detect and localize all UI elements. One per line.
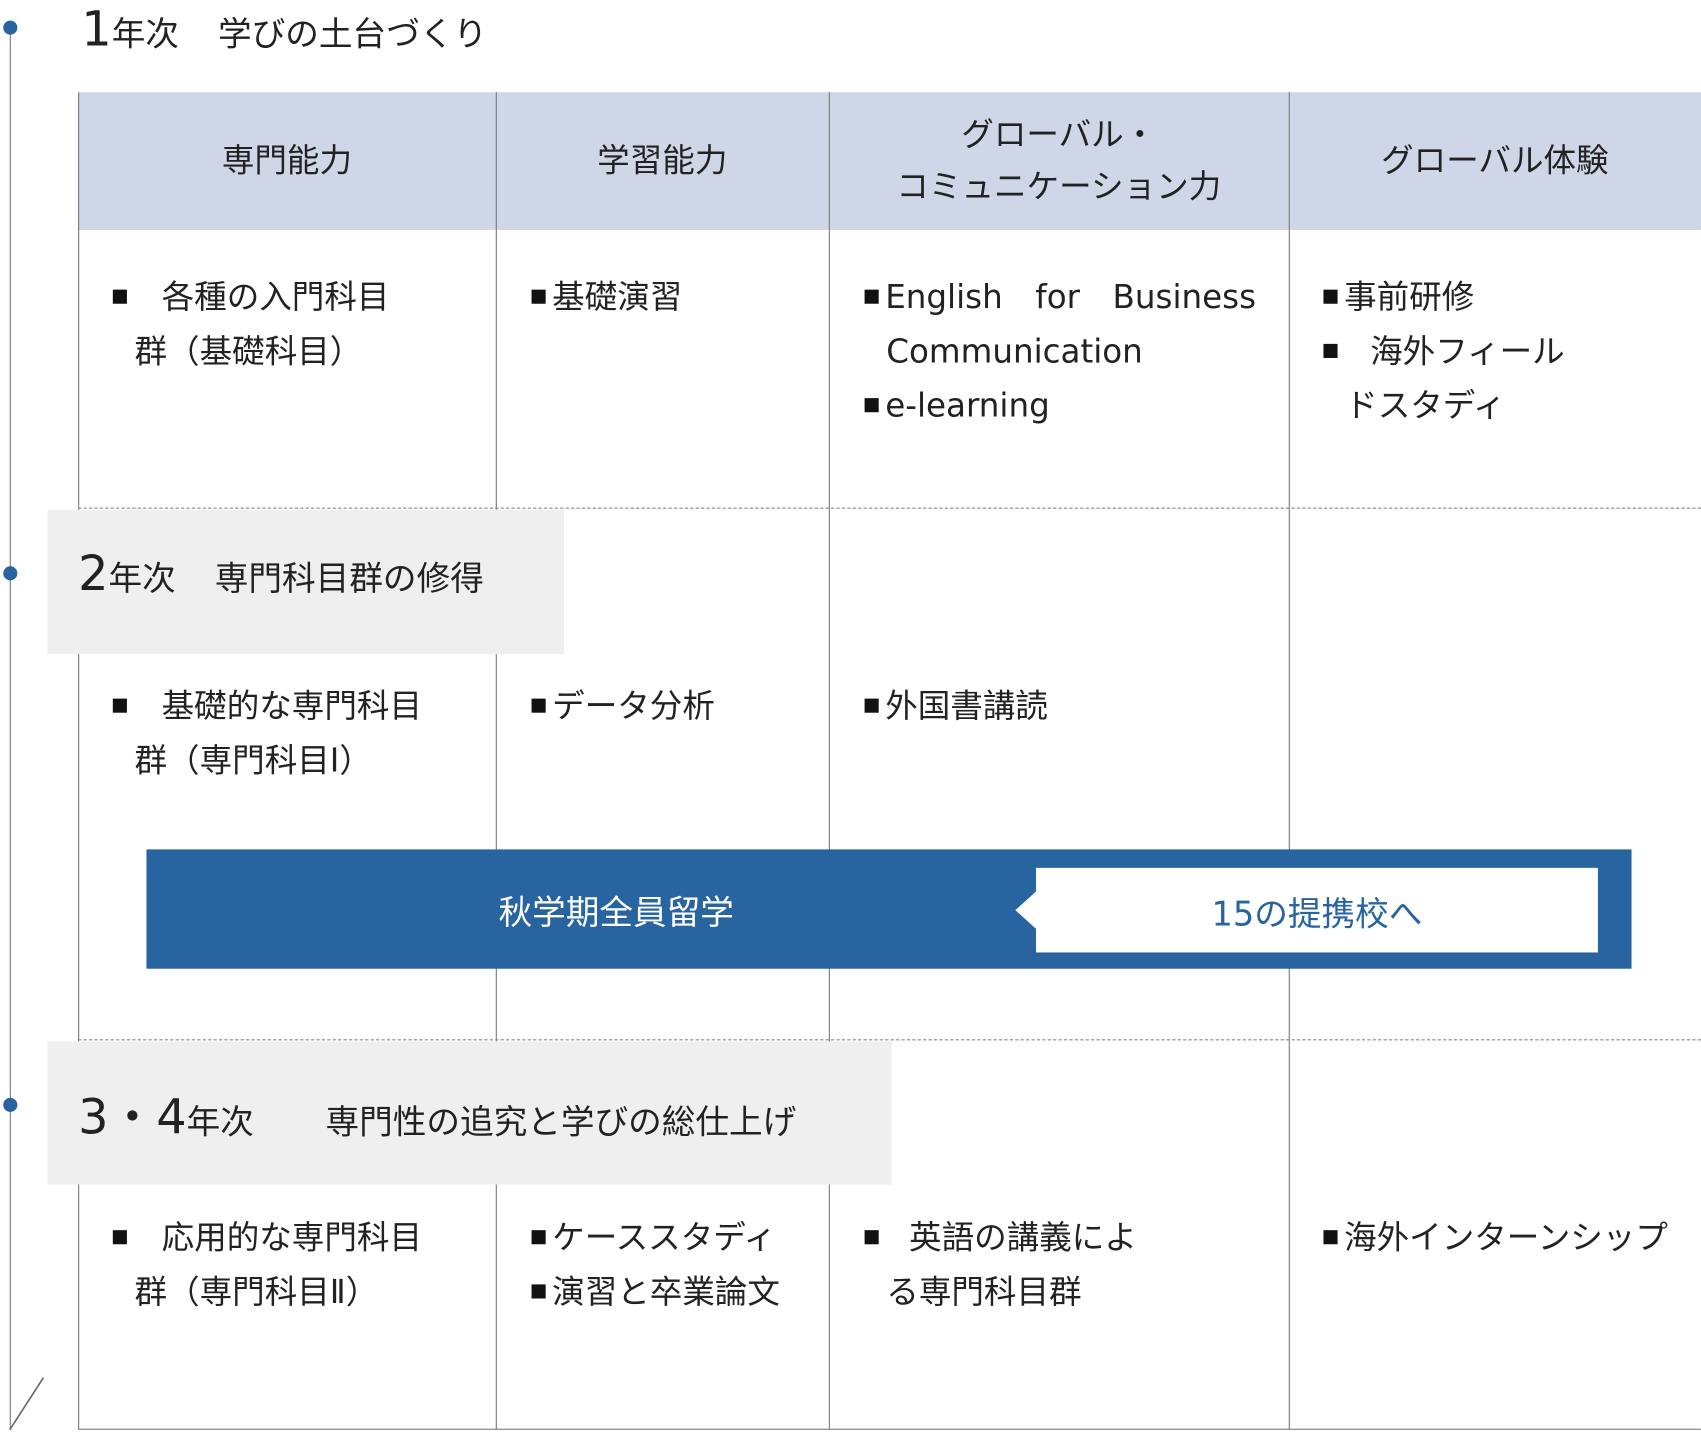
partner-schools-label: 15の提携校へ — [1211, 894, 1423, 934]
row3-global-experience: 海外インターンシップ — [1323, 1212, 1668, 1266]
column-divider — [1288, 92, 1290, 1430]
header-global-experience: グローバル体験 — [1381, 141, 1609, 180]
timeline-dot-year3-4 — [3, 1097, 18, 1112]
year2-title: 2年次専門科目群の修得 — [78, 546, 484, 603]
row1-global-experience: 事前研修 海外フィール ドスタディ — [1323, 271, 1565, 434]
partner-schools-box: 15の提携校へ — [1035, 867, 1598, 953]
row1-specialty: 各種の入門科目 群（基礎科目） — [112, 271, 390, 379]
timeline-dot-year1 — [3, 20, 18, 35]
row1-learning: 基礎演習 — [531, 271, 682, 325]
study-abroad-label: 秋学期全員留学 — [498, 893, 734, 933]
year1-title: 1年次学びの土台づくり — [81, 2, 487, 57]
timeline-line — [9, 27, 11, 1430]
year3-4-label-box: 3・4年次専門性の追究と学びの総仕上げ — [47, 1041, 892, 1185]
row3-specialty: 応用的な専門科目 群（専門科目Ⅱ） — [112, 1212, 422, 1320]
study-abroad-banner: 秋学期全員留学 15の提携校へ — [146, 849, 1632, 969]
arrow-left-icon — [1015, 889, 1039, 931]
timeline-dot-year2 — [3, 566, 18, 581]
table-left-border — [78, 92, 80, 1430]
header-learning: 学習能力 — [597, 141, 728, 180]
row3-learning: ケーススタディ 演習と卒業論文 — [531, 1212, 780, 1320]
row3-global-communication: 英語の講義によ る専門科目群 — [864, 1212, 1137, 1320]
year-suffix: 年次 — [111, 15, 179, 55]
row2-specialty: 基礎的な専門科目 群（専門科目Ⅰ） — [112, 680, 422, 788]
header-specialty: 専門能力 — [221, 141, 353, 180]
column-divider — [828, 92, 830, 1430]
table-bottom-border — [78, 1428, 1701, 1430]
year3-4-title: 3・4年次専門性の追究と学びの総仕上げ — [78, 1090, 797, 1146]
year-theme: 学びの土台づくり — [218, 15, 488, 55]
column-divider — [495, 92, 497, 1430]
row2-learning: データ分析 — [531, 680, 715, 734]
row2-global-communication: 外国書講読 — [864, 680, 1048, 734]
header-global-communication: グローバル・コミュニケーション力 — [896, 115, 1222, 206]
timeline-end-mark — [9, 1377, 45, 1431]
year-number: 1 — [81, 2, 112, 58]
header-band — [78, 92, 1701, 230]
year2-label-box: 2年次専門科目群の修得 — [47, 509, 565, 655]
row-divider — [78, 507, 1701, 509]
row1-global-communication: English for Business Communication e-lea… — [864, 271, 1256, 434]
row-divider — [78, 1039, 1701, 1041]
